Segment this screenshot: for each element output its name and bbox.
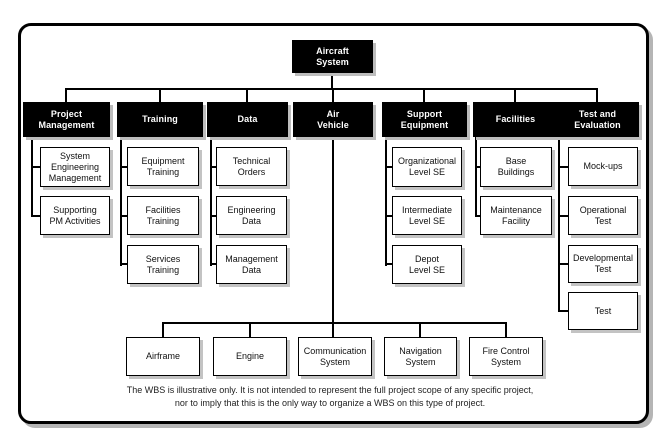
- connector-line: [246, 89, 248, 102]
- connector-line: [514, 89, 516, 102]
- node-data: Data: [207, 102, 288, 137]
- node-training: Training: [117, 102, 203, 137]
- node-operational-test: Operational Test: [568, 196, 638, 235]
- connector-line: [331, 72, 333, 89]
- connector-line: [120, 215, 127, 217]
- node-support-equipment: Support Equipment: [382, 102, 467, 137]
- connector-line: [558, 215, 568, 217]
- connector-line: [423, 89, 425, 102]
- connector-line: [558, 166, 568, 168]
- connector-line: [385, 166, 392, 168]
- connector-line: [65, 89, 67, 102]
- connector-line: [210, 215, 216, 217]
- connector-line: [558, 310, 568, 312]
- node-depot-level-se: Depot Level SE: [392, 245, 462, 284]
- node-intermediate-level-se: Intermediate Level SE: [392, 196, 462, 235]
- connector-line: [332, 137, 334, 337]
- node-engine: Engine: [213, 337, 287, 376]
- connector-line: [596, 89, 598, 102]
- node-facilities-training: Facilities Training: [127, 196, 199, 235]
- node-fire-control-system: Fire Control System: [469, 337, 543, 376]
- node-developmental-test: Developmental Test: [568, 245, 638, 283]
- connector-line: [332, 89, 334, 102]
- connector-line: [65, 88, 598, 90]
- connector-line: [475, 215, 480, 217]
- connector-line: [120, 263, 127, 265]
- connector-line: [385, 136, 387, 266]
- connector-line: [385, 215, 392, 217]
- node-engineering-data: Engineering Data: [216, 196, 287, 235]
- node-organizational-level-se: Organizational Level SE: [392, 147, 462, 187]
- node-airframe: Airframe: [126, 337, 200, 376]
- connector-line: [31, 215, 40, 217]
- connector-line: [475, 166, 480, 168]
- node-supporting-pm-activities: Supporting PM Activities: [40, 196, 110, 235]
- node-project-management: Project Management: [23, 102, 110, 137]
- node-facilities: Facilities: [473, 102, 558, 137]
- node-equipment-training: Equipment Training: [127, 147, 199, 186]
- node-test: Test: [568, 292, 638, 330]
- node-navigation-system: Navigation System: [384, 337, 457, 376]
- node-technical-orders: Technical Orders: [216, 147, 287, 186]
- connector-line: [475, 136, 477, 217]
- connector-line: [385, 263, 392, 265]
- connector-line: [505, 323, 507, 337]
- connector-line: [419, 323, 421, 337]
- node-communication-system: Communication System: [298, 337, 372, 376]
- node-air-vehicle: Air Vehicle: [293, 102, 373, 137]
- connector-line: [120, 136, 122, 266]
- connector-line: [120, 166, 127, 168]
- connector-line: [162, 322, 507, 324]
- footnote-text: The WBS is illustrative only. It is not …: [126, 385, 534, 408]
- node-base-buildings: Base Buildings: [480, 147, 552, 187]
- connector-line: [159, 89, 161, 102]
- connector-line: [558, 263, 568, 265]
- connector-line: [210, 166, 216, 168]
- node-maintenance-facility: Maintenance Facility: [480, 196, 552, 235]
- connector-line: [31, 166, 40, 168]
- node-aircraft-system: Aircraft System: [292, 40, 373, 73]
- connector-line: [249, 323, 251, 337]
- connector-line: [210, 136, 212, 266]
- node-services-training: Services Training: [127, 245, 199, 284]
- node-management-data: Management Data: [216, 245, 287, 284]
- connector-line: [31, 136, 33, 217]
- connector-line: [558, 136, 560, 312]
- node-system-engineering-management: System Engineering Management: [40, 147, 110, 187]
- node-test-and-evaluation: Test and Evaluation: [556, 102, 639, 137]
- node-mock-ups: Mock-ups: [568, 147, 638, 186]
- connector-line: [210, 263, 216, 265]
- connector-line: [162, 323, 164, 337]
